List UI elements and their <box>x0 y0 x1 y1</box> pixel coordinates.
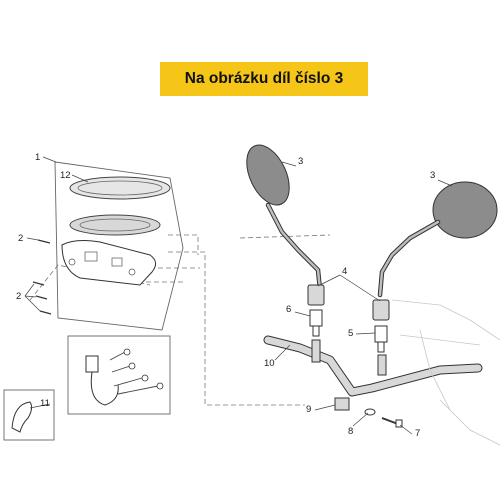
callout-numbers: 1 12 2 2 3 3 4 6 5 10 9 8 7 11 <box>16 152 435 439</box>
bracket-part-11 <box>3 389 55 441</box>
callout-11: 11 <box>40 398 50 409</box>
handlebar <box>263 335 483 397</box>
cluster-screws <box>32 239 52 315</box>
mirror-adapters <box>309 309 388 353</box>
callout-2-upper: 2 <box>18 233 23 244</box>
callout-10: 10 <box>264 358 275 369</box>
callout-6: 6 <box>286 304 291 315</box>
callout-7: 7 <box>415 428 420 439</box>
instrument-cluster-assembly <box>32 161 184 331</box>
highlight-banner: Na obrázku díl číslo 3 <box>160 62 368 96</box>
cluster-lens <box>69 176 171 200</box>
clamp-hardware <box>334 397 403 428</box>
callout-3-left: 3 <box>298 156 303 167</box>
left-mirror <box>246 144 323 293</box>
background-frame <box>391 299 500 446</box>
leader-lines <box>24 156 453 435</box>
callout-8: 8 <box>348 426 353 437</box>
callout-3-right: 3 <box>430 170 435 181</box>
callout-12: 12 <box>60 170 71 181</box>
banner-text: Na obrázku díl číslo 3 <box>184 70 344 87</box>
callout-1: 1 <box>35 152 40 163</box>
wiring-harness <box>67 335 171 415</box>
callout-9: 9 <box>306 404 311 415</box>
spacers <box>307 284 390 321</box>
callout-4: 4 <box>342 266 347 277</box>
right-mirror <box>377 181 498 298</box>
callout-5: 5 <box>348 328 353 339</box>
cluster-housing <box>61 240 156 286</box>
callout-2-lower: 2 <box>16 291 21 302</box>
cluster-gasket <box>69 214 161 236</box>
